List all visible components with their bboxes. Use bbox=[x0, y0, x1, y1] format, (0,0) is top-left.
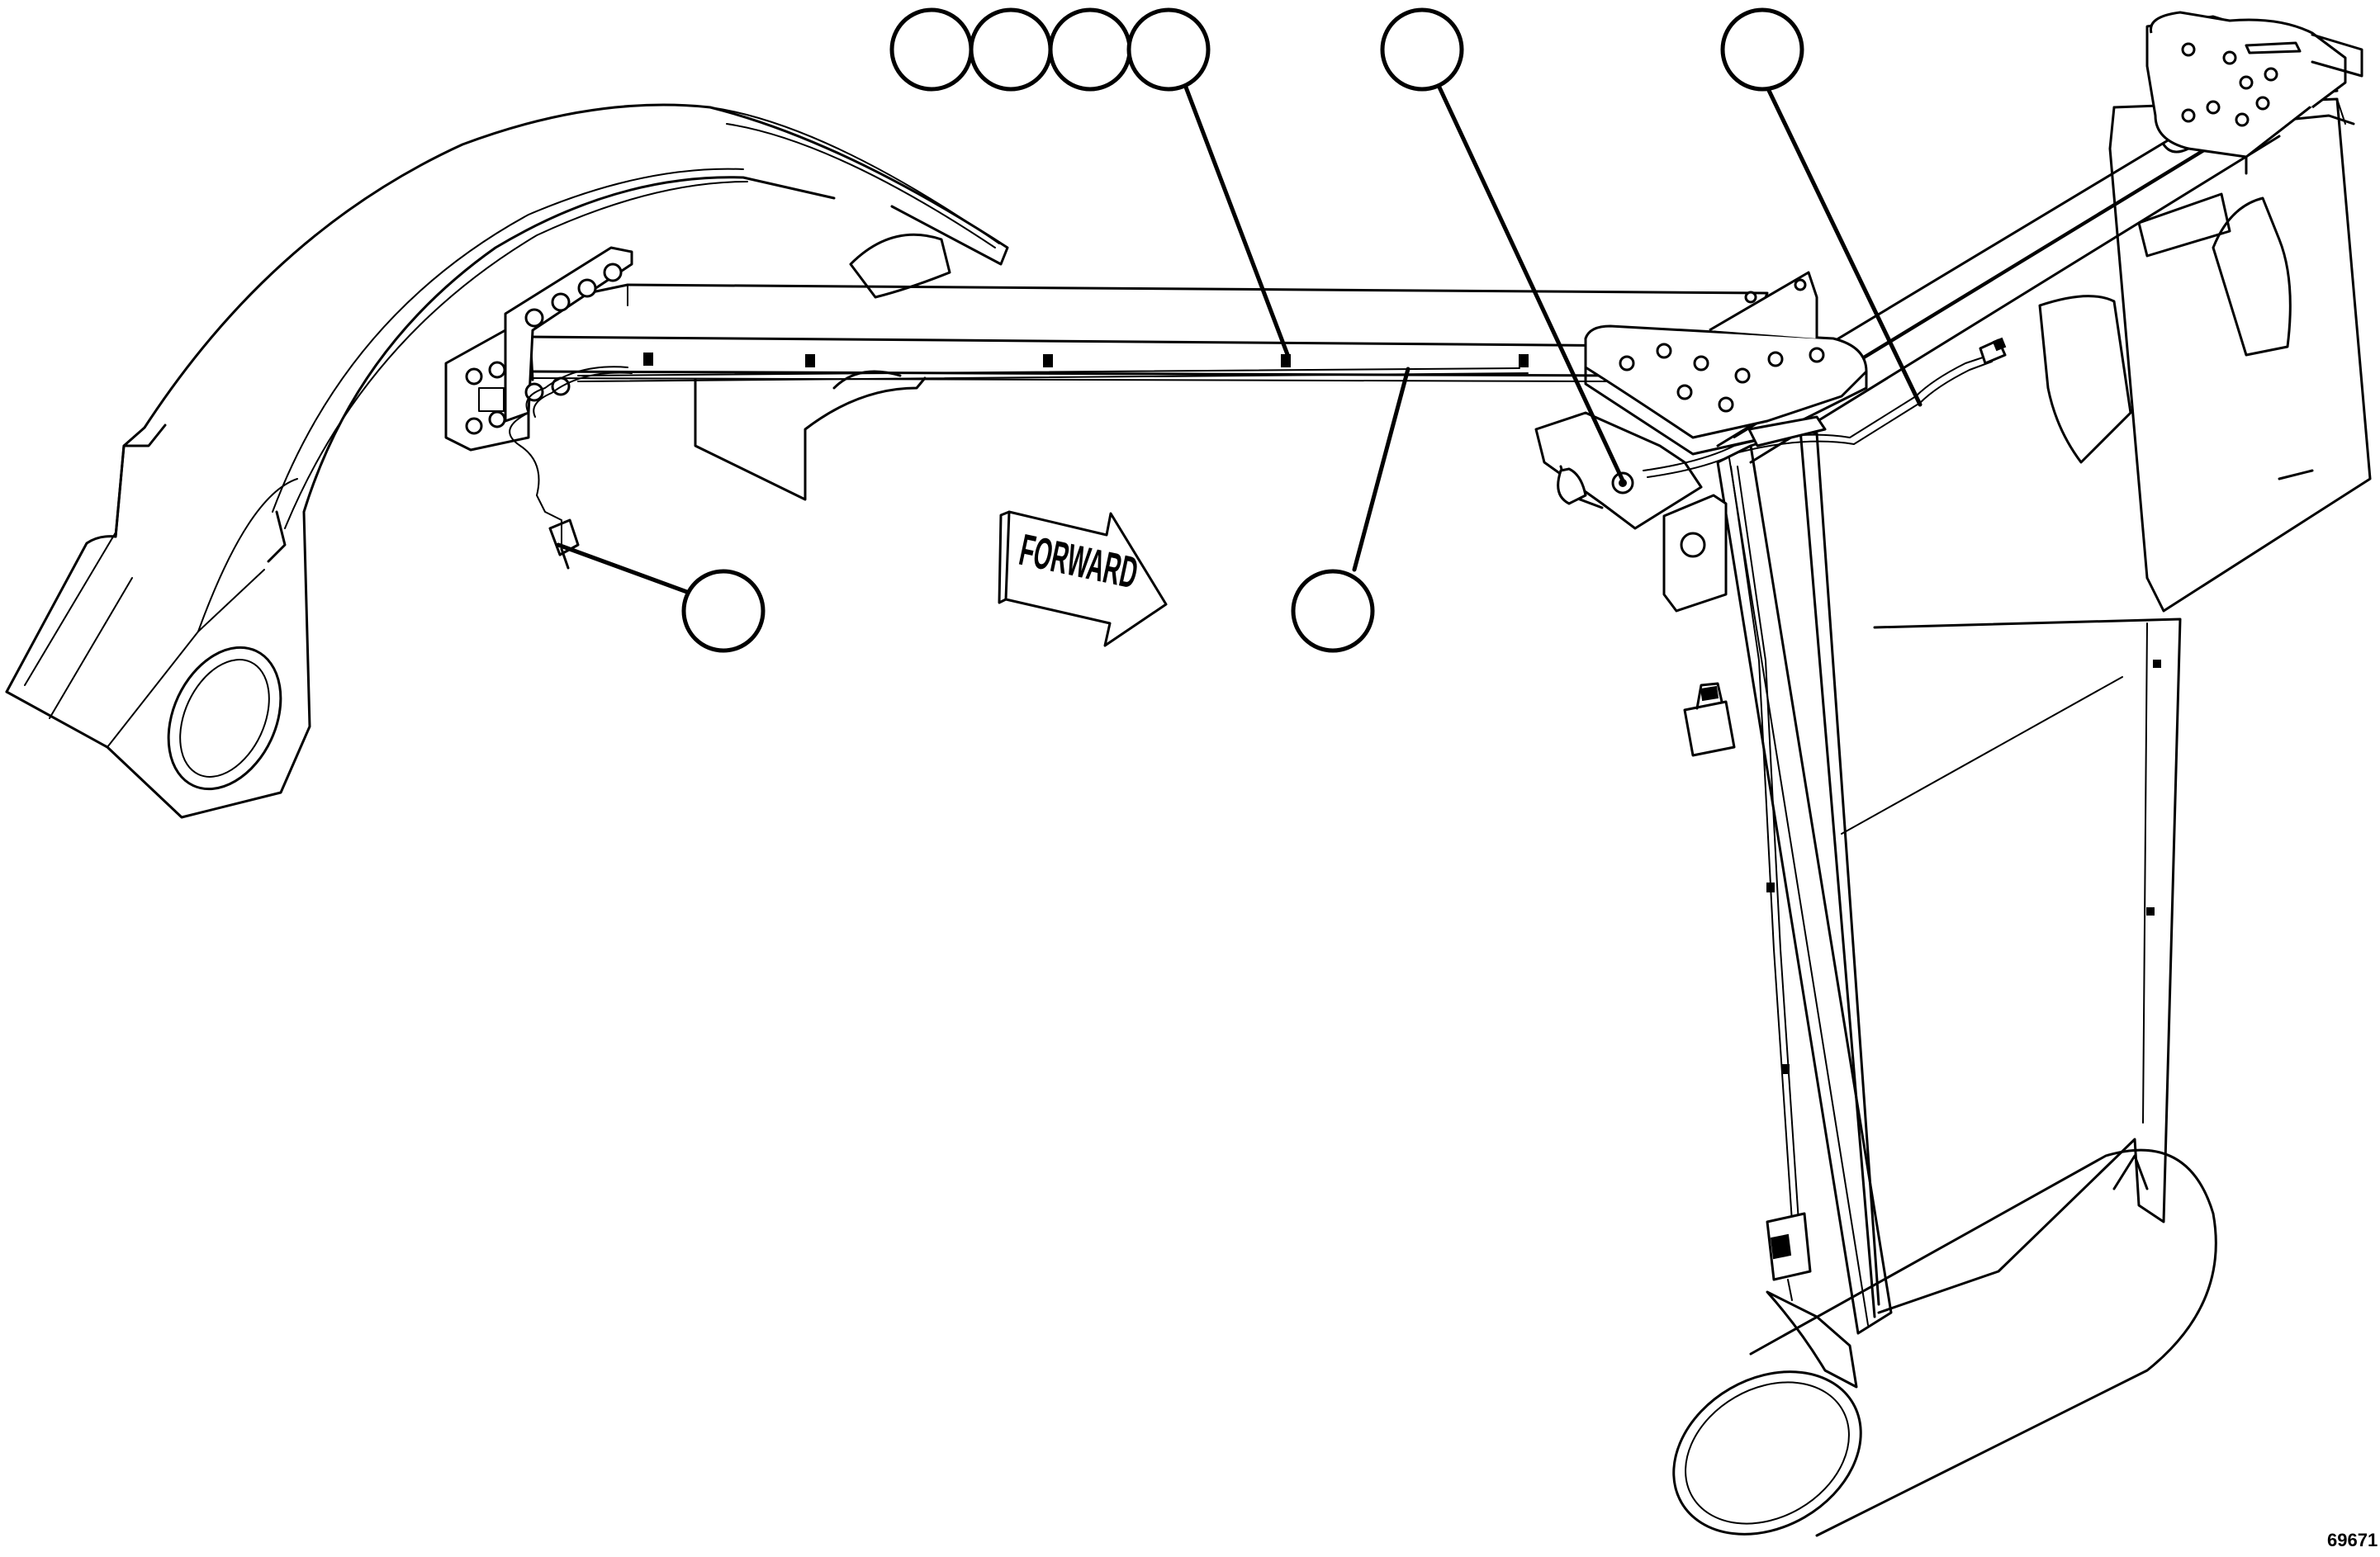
curved-fairing bbox=[5, 103, 1009, 819]
strut-fitting bbox=[1683, 682, 1736, 757]
callout-3 bbox=[1048, 7, 1132, 92]
forward-arrow: FORWARD bbox=[998, 510, 1168, 647]
leader-lines bbox=[556, 76, 1922, 597]
callout-1 bbox=[889, 7, 974, 92]
transom-strut bbox=[1662, 428, 2182, 1335]
callout-5 bbox=[1380, 7, 1464, 92]
callout-8 bbox=[1291, 569, 1375, 653]
pylon-plate bbox=[2038, 97, 2372, 613]
callout-2 bbox=[969, 7, 1053, 92]
lower-sensor bbox=[1766, 1212, 1812, 1301]
left-mounting-flange bbox=[444, 246, 633, 452]
beam-fasteners bbox=[643, 353, 1529, 367]
callout-4 bbox=[1126, 7, 1211, 92]
callout-bubbles bbox=[681, 7, 1804, 653]
right-harness bbox=[1643, 337, 2007, 478]
torpedo-tube bbox=[1672, 1148, 2217, 1537]
figure-number: 69671 bbox=[2327, 1530, 2378, 1550]
center-mounting-plate bbox=[1534, 271, 1868, 530]
callout-7 bbox=[681, 569, 766, 653]
top-mounting-plate bbox=[2145, 11, 2363, 159]
callout-6 bbox=[1720, 7, 1804, 92]
